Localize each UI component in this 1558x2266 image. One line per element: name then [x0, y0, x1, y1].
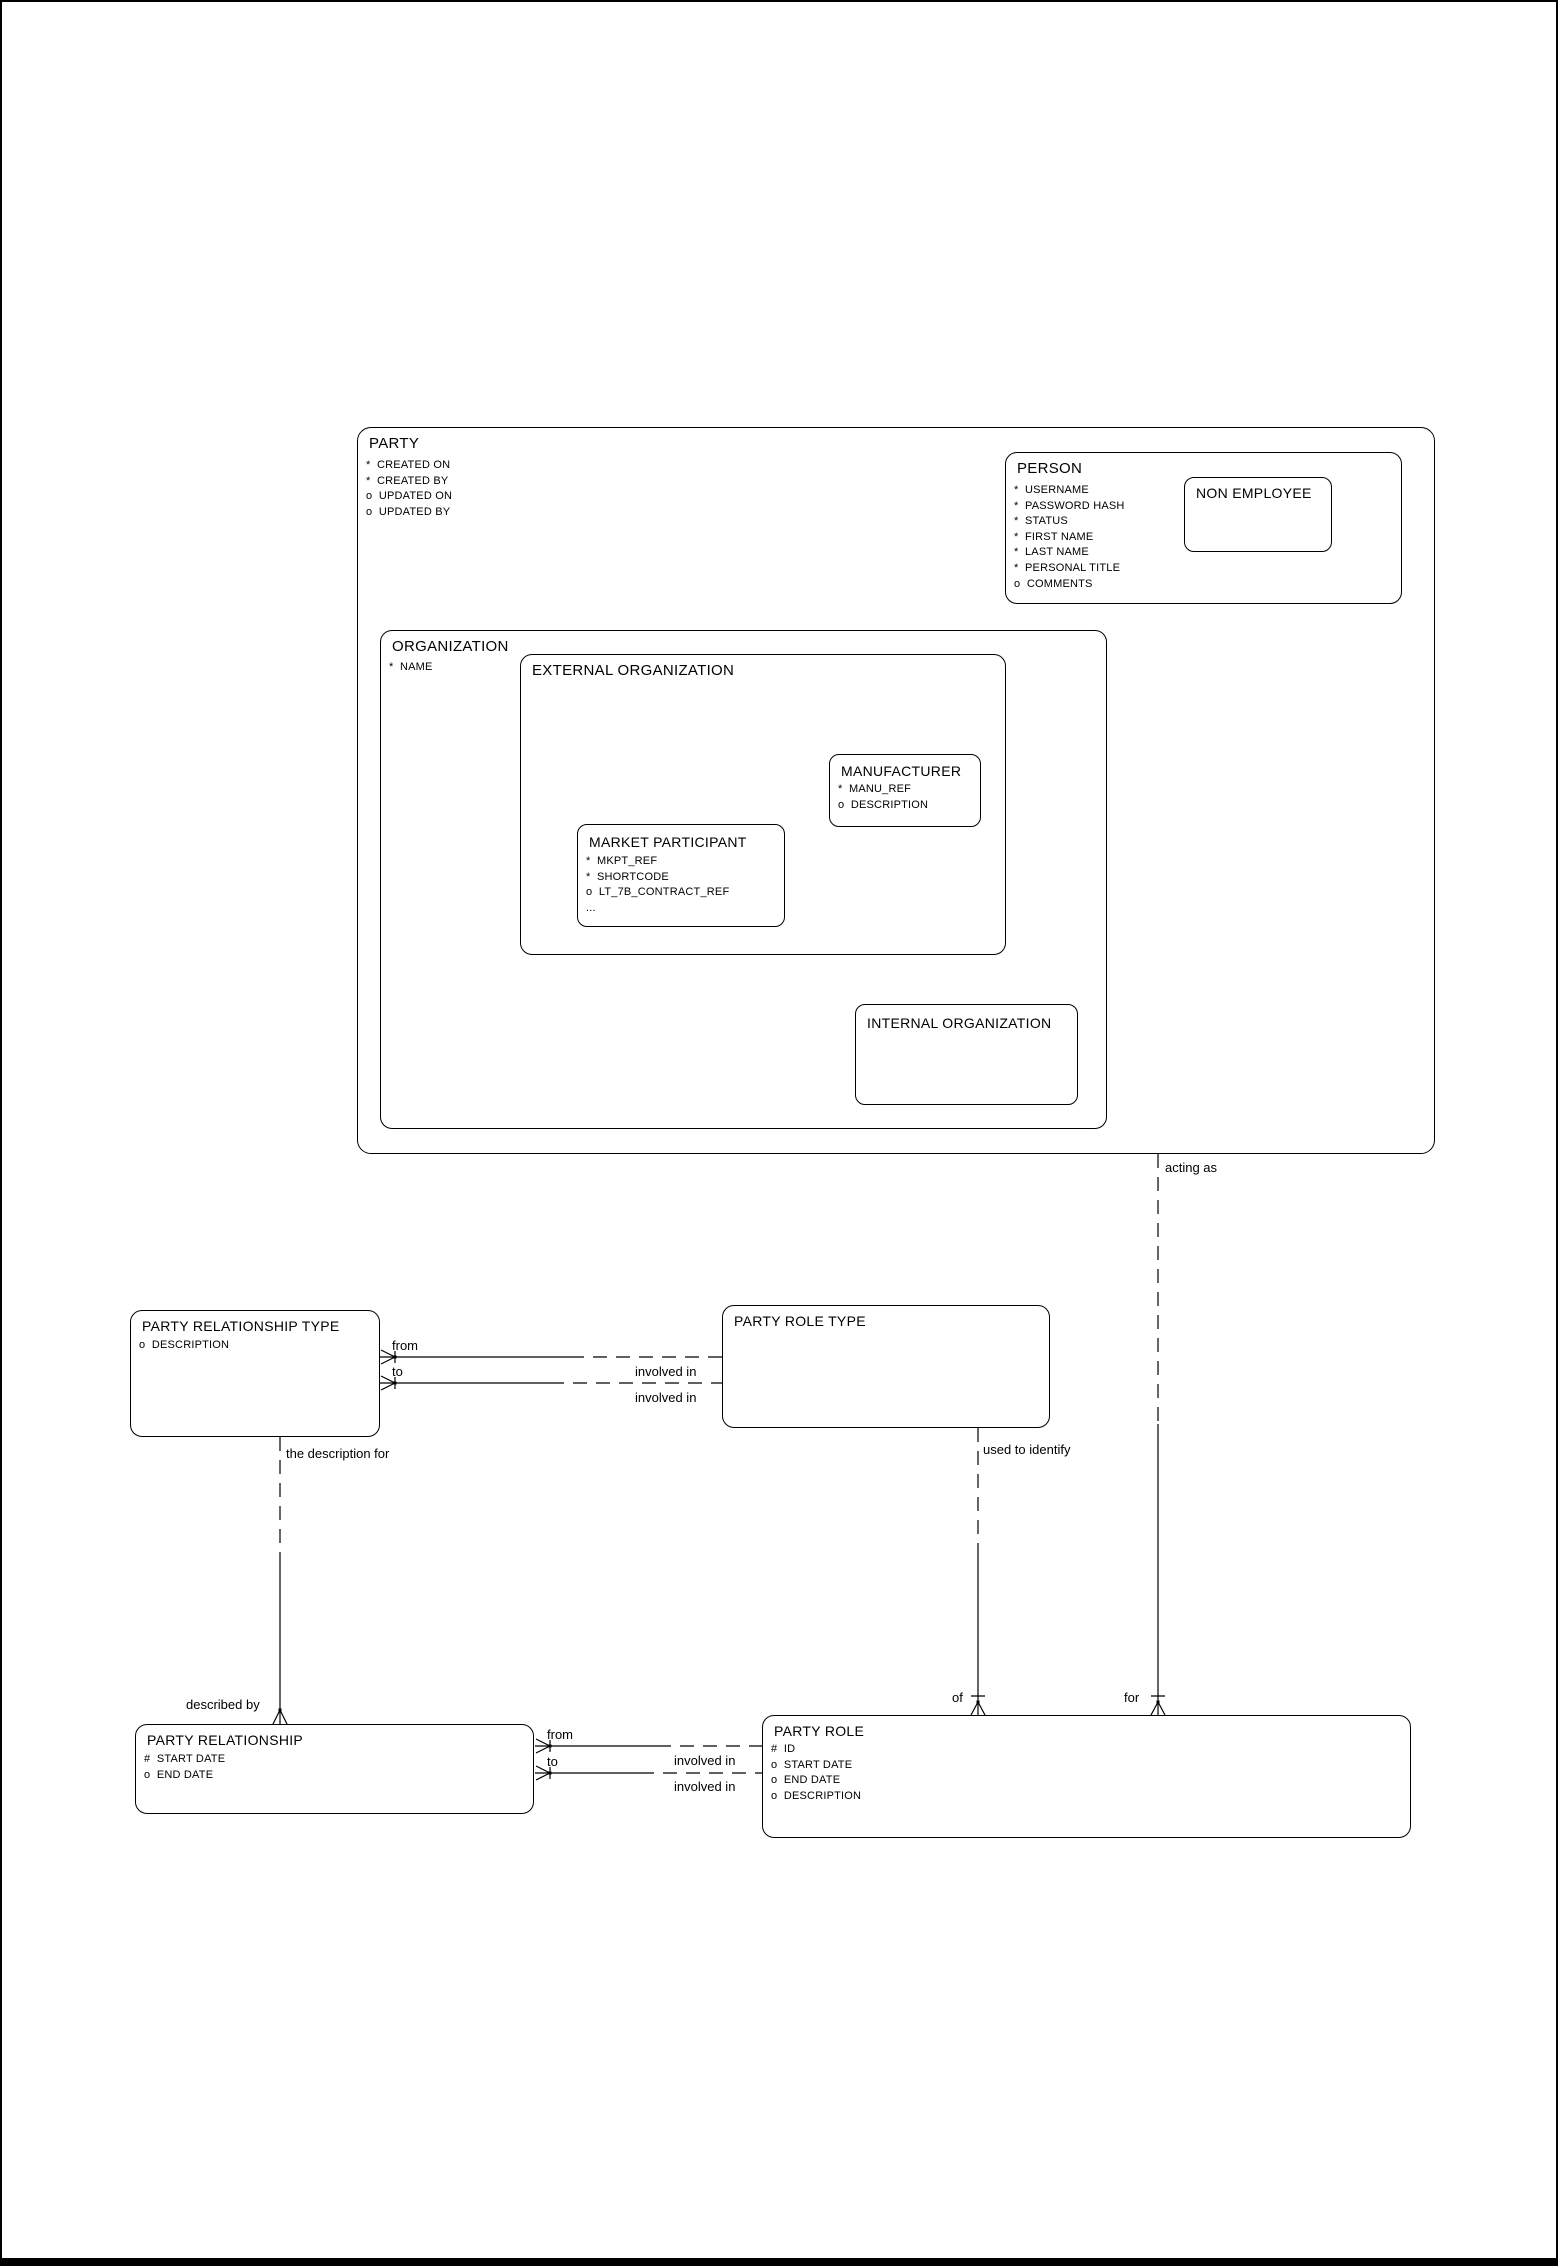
relationship-label-from-top: from [392, 1338, 418, 1353]
entity-attribute: o DESCRIPTION [139, 1339, 230, 1351]
entity-attribute: * PERSONAL TITLE [1014, 561, 1121, 574]
relationship-label-acting-as: acting as [1165, 1160, 1218, 1175]
entity-attribute-list-party-role: # ID o START DATE o END DATE o DESCRIPTION [771, 1742, 861, 1804]
entity-attribute: * PASSWORD HASH [1014, 499, 1125, 512]
entity-non-employee[interactable]: NON EMPLOYEE [1184, 477, 1332, 552]
crows-foot-described-by [272, 1709, 288, 1725]
entity-external-organization[interactable]: EXTERNAL ORGANIZATION [520, 654, 1006, 955]
entity-attribute: o LT_7B_CONTRACT_REF [586, 886, 730, 899]
entity-attribute: o UPDATED BY [366, 505, 451, 518]
entity-attribute: * NAME [389, 661, 433, 673]
entity-attribute-list-market-participant: * MKPT_REF * SHORTCODE o LT_7B_CONTRACT_RE… [586, 854, 729, 916]
entity-attribute: * MANU_REF [838, 783, 912, 795]
entity-attribute: ... [586, 901, 596, 914]
entity-title-manufacturer: MANUFACTURER [841, 763, 962, 779]
entity-attribute: o COMMENTS [1014, 577, 1093, 590]
entity-attribute-list-organization: * NAME [389, 660, 433, 676]
entity-title-market-participant: MARKET PARTICIPANT [589, 834, 747, 850]
entity-party-relationship-type[interactable]: PARTY RELATIONSHIP TYPE o DESCRIPTION [130, 1310, 380, 1437]
entity-attribute-list-person: * USERNAME * PASSWORD HASH * STATUS * FIRST… [1014, 483, 1125, 592]
entity-organization[interactable]: ORGANIZATION * NAME [380, 630, 1107, 1129]
entity-title-party-relationship: PARTY RELATIONSHIP [147, 1732, 304, 1748]
entity-attribute: * LAST NAME [1014, 546, 1089, 559]
entity-attribute-list-party-relationship: # START DATE o END DATE [144, 1752, 225, 1783]
entity-attribute: o END DATE [771, 1774, 841, 1787]
entity-title-party-relationship-type: PARTY RELATIONSHIP TYPE [142, 1318, 340, 1334]
entity-attribute: o UPDATED ON [366, 490, 453, 503]
entity-attribute-list-party-relationship-type: o DESCRIPTION [139, 1338, 229, 1354]
entity-attribute: o START DATE [771, 1758, 853, 1771]
relationship-label-described-by: described by [186, 1697, 260, 1712]
crows-foot-for [1150, 1695, 1166, 1716]
relationship-label-involved-in-top-2: involved in [635, 1390, 697, 1405]
entity-title-non-employee: NON EMPLOYEE [1196, 485, 1312, 501]
entity-attribute: * USERNAME [1014, 484, 1089, 496]
entity-attribute: * CREATED BY [366, 474, 449, 487]
entity-internal-organization[interactable]: INTERNAL ORGANIZATION [855, 1004, 1078, 1105]
entity-attribute: # START DATE [144, 1753, 226, 1765]
crows-foot-of [970, 1695, 986, 1716]
entity-attribute: * FIRST NAME [1014, 530, 1094, 543]
entity-attribute: * STATUS [1014, 515, 1068, 528]
entity-title-party-role: PARTY ROLE [774, 1723, 865, 1739]
relationship-label-for: for [1124, 1690, 1140, 1705]
entity-attribute-list-party: * CREATED ON * CREATED BY o UPDATED ON o UP… [366, 458, 452, 520]
entity-attribute: * SHORTCODE [586, 870, 669, 883]
entity-party-role[interactable]: PARTY ROLE # ID o START DATE o END DATE o D… [762, 1715, 1411, 1838]
entity-person[interactable]: PERSON * USERNAME * PASSWORD HASH * STATUS… [1005, 452, 1402, 604]
entity-attribute: * MKPT_REF [586, 855, 658, 867]
entity-title-party: PARTY [369, 435, 420, 452]
entity-market-participant[interactable]: MARKET PARTICIPANT * MKPT_REF * SHORTCODE… [577, 824, 785, 927]
entity-title-person: PERSON [1017, 460, 1083, 477]
relationship-label-involved-in-top-1: involved in [635, 1364, 697, 1379]
entity-title-organization: ORGANIZATION [392, 638, 509, 655]
entity-party-role-type[interactable]: PARTY ROLE TYPE [722, 1305, 1050, 1428]
relationship-label-of: of [952, 1690, 963, 1705]
entity-title-external-organization: EXTERNAL ORGANIZATION [532, 662, 735, 679]
entity-party[interactable]: PARTY * CREATED ON * CREATED BY o UPDATED … [357, 427, 1435, 1154]
entity-attribute: o DESCRIPTION [838, 798, 929, 811]
entity-title-internal-organization: INTERNAL ORGANIZATION [867, 1015, 1052, 1031]
entity-attribute: o END DATE [144, 1768, 214, 1781]
entity-attribute: o DESCRIPTION [771, 1789, 862, 1802]
entity-attribute: # ID [771, 1743, 796, 1755]
relationship-label-used-to-identify: used to identify [983, 1442, 1071, 1457]
relationship-label-involved-in-bottom-1: involved in [674, 1753, 736, 1768]
relationship-label-the-description-for: the description for [286, 1446, 390, 1461]
relationship-label-to-top: to [392, 1364, 403, 1379]
relationship-label-involved-in-bottom-2: involved in [674, 1779, 736, 1794]
entity-title-party-role-type: PARTY ROLE TYPE [734, 1313, 866, 1329]
relationship-label-from-bottom: from [547, 1727, 573, 1742]
entity-attribute: * CREATED ON [366, 459, 451, 471]
relationship-label-to-bottom: to [547, 1754, 558, 1769]
entity-party-relationship[interactable]: PARTY RELATIONSHIP # START DATE o END DAT… [135, 1724, 534, 1814]
